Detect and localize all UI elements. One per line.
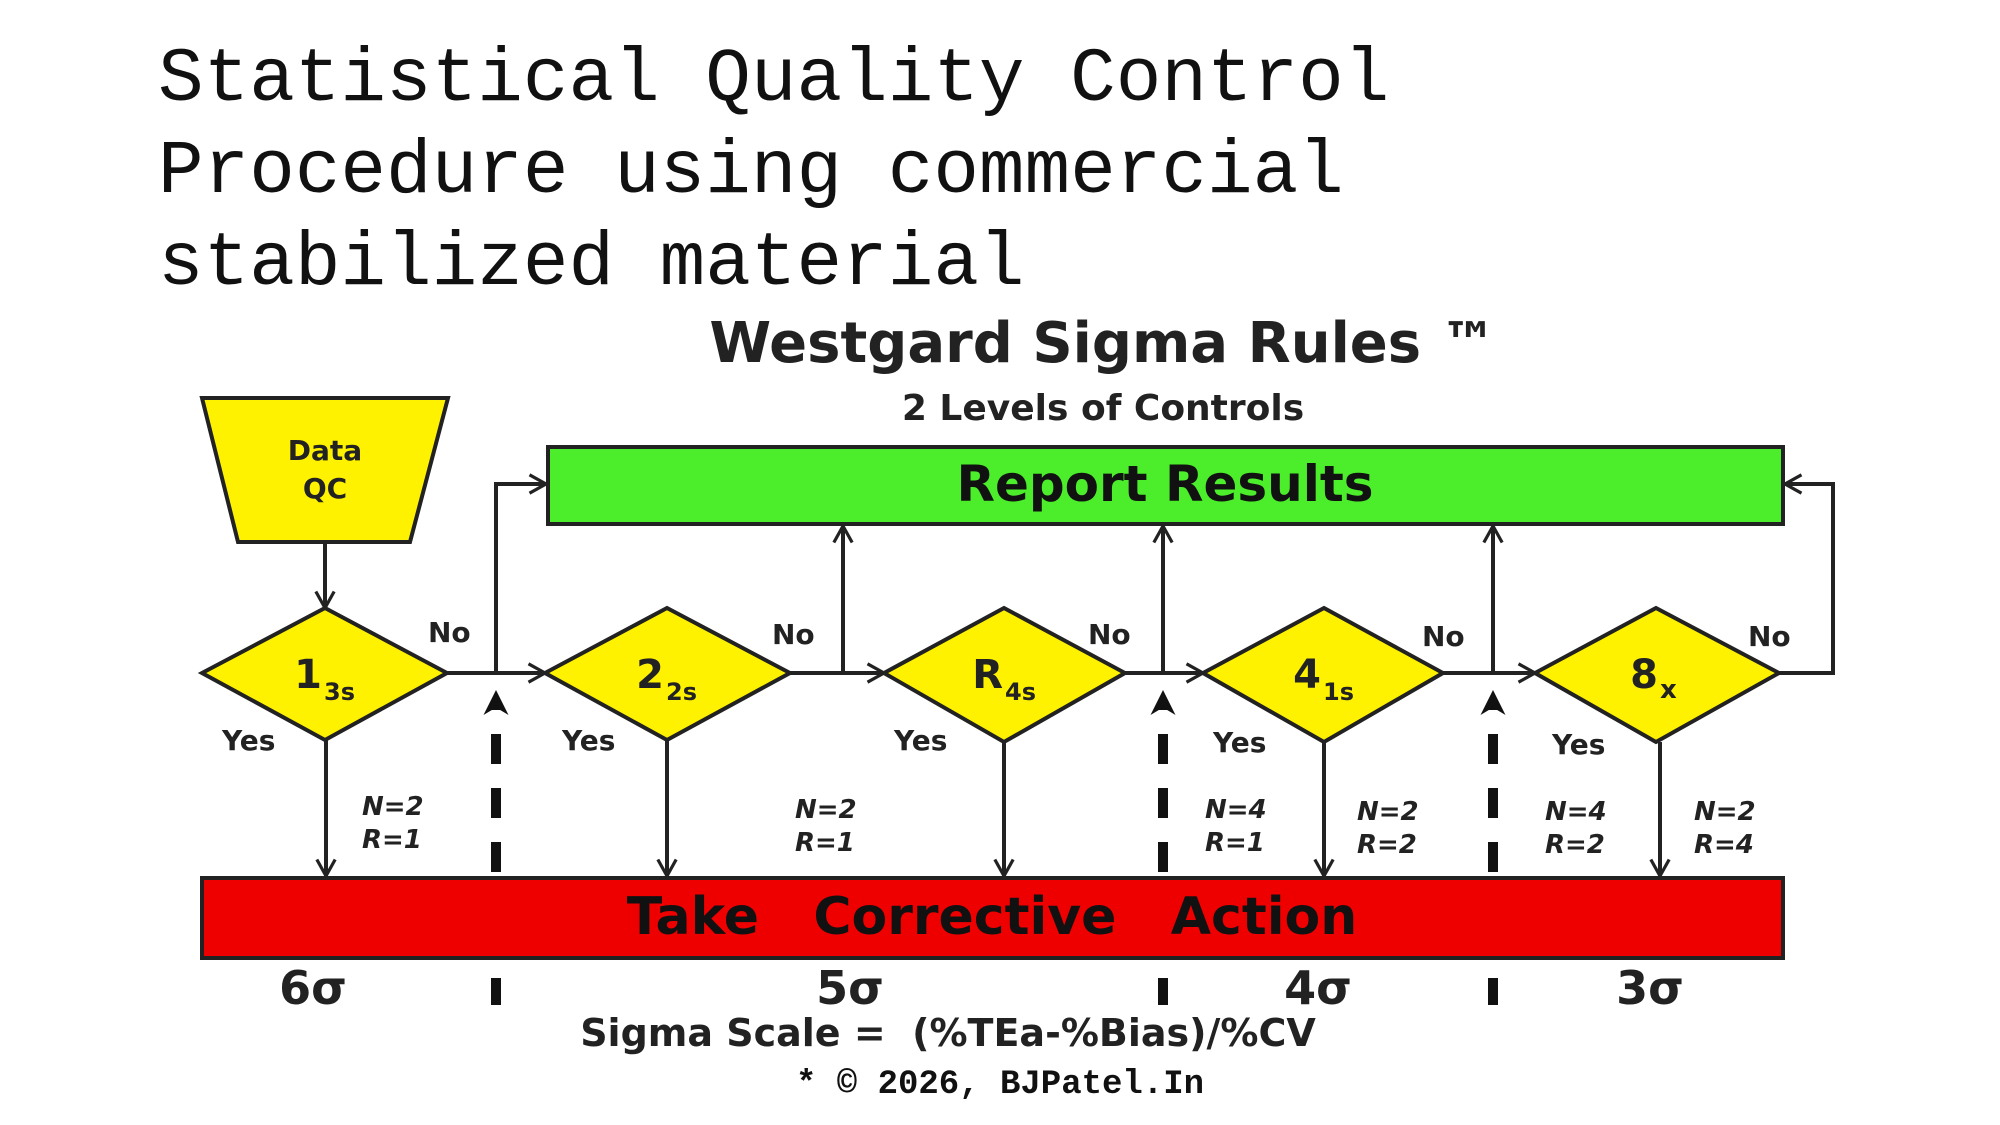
slide-title-line-2: Procedure using commercial	[158, 129, 1344, 215]
slide-title: Statistical Quality Control Procedure us…	[158, 34, 1858, 310]
no-label-4: No	[1422, 620, 1465, 653]
slide-title-line-3: stabilized material	[158, 221, 1025, 307]
r-label-4: R=2	[1357, 830, 1417, 860]
rule-diamond-41s: 4 1s	[1198, 605, 1448, 745]
rule-22s-sub: 2s	[666, 678, 697, 706]
rule-diamond-13s: 1 3s	[197, 605, 452, 743]
no-label-3: No	[1088, 618, 1131, 651]
yes-labels: Yes Yes Yes Yes Yes	[221, 724, 1605, 761]
report-results-box: Report Results	[546, 445, 1785, 526]
corrective-action-label: Take Corrective Action	[627, 887, 1358, 947]
data-qc-label-line2: QC	[303, 472, 347, 505]
sigma-boundaries	[483, 690, 1506, 1005]
rule-13s-main: 1	[294, 652, 322, 698]
n-label-1: N=2	[362, 792, 424, 822]
rule-r4s-main: R	[972, 652, 1003, 698]
sigma-level-3: 3σ	[1616, 961, 1684, 1015]
diagram-title: Westgard Sigma Rules ™	[709, 311, 1496, 376]
sigma-scale: 6σ 5σ 4σ 3σ	[279, 961, 1684, 1015]
sigma-formula: Sigma Scale = (%TEa-%Bias)/%CV	[580, 1011, 1316, 1055]
rule-r4s-sub: 4s	[1005, 678, 1036, 706]
sigma-level-6: 6σ	[279, 961, 347, 1015]
rule-8x-main: 8	[1630, 652, 1658, 698]
n-label-4: N=2	[1357, 797, 1419, 827]
rule-13s-sub: 3s	[324, 678, 355, 706]
r-label-1: R=1	[362, 825, 422, 855]
n-label-6: N=2	[1694, 797, 1756, 827]
rule-diamond-8x: 8 x	[1530, 605, 1784, 745]
report-results-label: Report Results	[956, 455, 1373, 513]
copyright-footer: * © 2026, BJPatel.In	[795, 1066, 1205, 1104]
no-label-1: No	[428, 616, 471, 649]
rule-diamond-r4s: R 4s	[879, 605, 1130, 745]
yes-label-5: Yes	[1551, 728, 1605, 761]
n-r-labels: N=2 R=1 N=2 R=1 N=4 R=1 N=2 R=2 N=4 R=2 …	[362, 792, 1756, 860]
yes-label-2: Yes	[561, 724, 615, 757]
slide-title-line-1: Statistical Quality Control	[158, 37, 1390, 123]
r-label-5: R=2	[1545, 830, 1605, 860]
no-label-2: No	[772, 618, 815, 651]
data-qc-start: Data QC	[199, 396, 451, 544]
n-label-5: N=4	[1545, 797, 1607, 827]
no-label-5: No	[1748, 620, 1791, 653]
yes-label-4: Yes	[1212, 726, 1266, 759]
rule-41s-main: 4	[1293, 652, 1321, 698]
rule-41s-sub: 1s	[1323, 678, 1354, 706]
yes-label-3: Yes	[893, 724, 947, 757]
rule-8x-sub: x	[1660, 675, 1677, 705]
sigma-level-4: 4σ	[1284, 961, 1352, 1015]
corrective-action-box: Take Corrective Action	[200, 876, 1785, 960]
r-label-3: R=1	[1205, 828, 1265, 858]
sigma-level-5: 5σ	[816, 961, 884, 1015]
r-label-2: R=1	[795, 828, 855, 858]
rule-22s-main: 2	[636, 652, 664, 698]
yes-label-1: Yes	[221, 724, 275, 757]
n-label-3: N=4	[1205, 795, 1267, 825]
flow-connectors	[314, 473, 1835, 880]
r-label-6: R=4	[1694, 830, 1754, 860]
no-labels: No No No No No	[428, 616, 1791, 653]
diagram-subtitle: 2 Levels of Controls	[902, 388, 1304, 429]
rule-diamond-22s: 2 2s	[540, 605, 795, 743]
data-qc-label-line1: Data	[288, 434, 362, 467]
n-label-2: N=2	[795, 795, 857, 825]
